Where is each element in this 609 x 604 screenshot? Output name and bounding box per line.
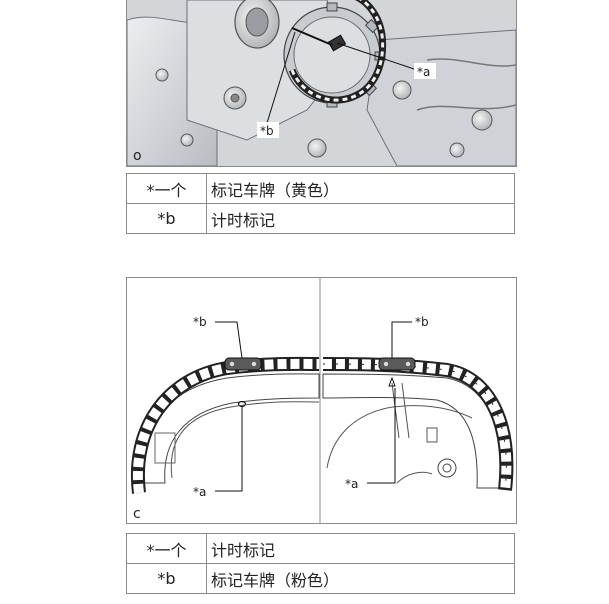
legend-key: *b xyxy=(126,563,207,594)
legend-key: *一个 xyxy=(126,533,207,564)
legend-key: *一个 xyxy=(126,173,207,204)
figure-corner-letter: c xyxy=(133,506,141,522)
right-callout-b: *b xyxy=(415,315,429,329)
engine-sprocket-figure: *a *b o xyxy=(126,0,517,167)
figure-corner-letter: o xyxy=(133,148,142,164)
legend-value: 标记车牌（粉色） xyxy=(206,563,515,594)
table-row: *b 计时标记 xyxy=(126,203,515,234)
legend-table-1: *一个 标记车牌（黄色） *b 计时标记 xyxy=(126,173,515,234)
engine-sprocket-illustration: *a *b o xyxy=(127,0,516,166)
legend-table-2: *一个 计时标记 *b 标记车牌（粉色） xyxy=(126,533,515,594)
chain-detail-figure: *b *a *b *a c xyxy=(126,277,517,524)
callout-a-label: *a xyxy=(417,65,430,79)
table-row: *一个 标记车牌（黄色） xyxy=(126,173,515,204)
right-callout-a: *a xyxy=(345,477,358,491)
callout-b-label: *b xyxy=(260,124,274,138)
chain-detail-illustration: *b *a *b *a c xyxy=(130,278,514,523)
legend-value: 计时标记 xyxy=(206,203,515,234)
legend-value: 计时标记 xyxy=(206,533,515,564)
table-row: *b 标记车牌（粉色） xyxy=(126,563,515,594)
left-panel: *b *a xyxy=(130,315,320,499)
left-callout-b: *b xyxy=(193,315,207,329)
left-callout-a: *a xyxy=(193,485,206,499)
legend-key: *b xyxy=(126,203,207,234)
legend-value: 标记车牌（黄色） xyxy=(206,173,515,204)
right-panel: *b *a xyxy=(322,315,514,491)
table-row: *一个 计时标记 xyxy=(126,533,515,564)
